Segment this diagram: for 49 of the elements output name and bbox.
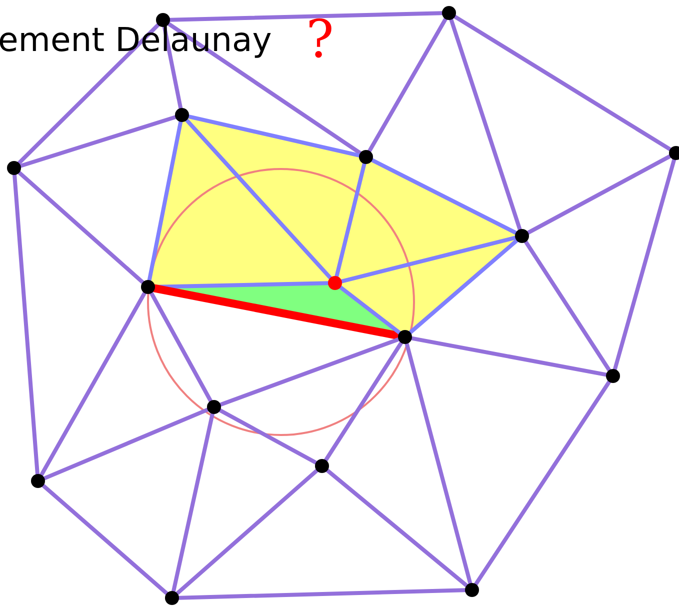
triangle-edge <box>408 238 519 334</box>
triangle-edge <box>368 17 448 153</box>
triangle-edge <box>17 170 145 284</box>
triangle-edge <box>449 18 522 232</box>
triangle-edge <box>175 468 319 596</box>
triangle-edge <box>18 115 178 168</box>
question-mark: ? <box>306 14 334 66</box>
triangle-edge <box>186 114 362 158</box>
triangle-edge <box>338 285 402 335</box>
vertex-point <box>165 591 179 605</box>
vertex-point <box>7 161 21 175</box>
vertex-point <box>442 6 456 20</box>
triangle-edge <box>16 22 160 166</box>
triangle-edge <box>172 412 214 594</box>
vertex-point <box>141 280 155 294</box>
triangle-edge <box>334 162 366 278</box>
triangle-edge <box>370 158 518 235</box>
triangle-edge <box>474 380 612 586</box>
vertex-point <box>175 108 189 122</box>
vertex-point <box>669 146 679 160</box>
triangle-edge <box>12 172 40 476</box>
triangle-edge <box>404 342 472 586</box>
triangle-edge <box>524 240 612 372</box>
vertex-point <box>359 150 373 164</box>
triangle-edge <box>41 484 169 596</box>
vertex-point <box>398 330 412 344</box>
triangle-edge <box>177 588 467 600</box>
vertex-point <box>31 474 45 488</box>
vertex-point <box>606 369 620 383</box>
vertex-point <box>207 400 221 414</box>
vertex-point <box>515 229 529 243</box>
triangle-edge <box>218 408 318 465</box>
triangle-edge <box>324 340 404 462</box>
triangle-edge <box>149 291 213 403</box>
triangle-edge <box>526 154 672 235</box>
triangle-edge <box>184 118 332 280</box>
triangle-edge <box>325 468 469 588</box>
triangle-edge <box>42 408 210 480</box>
triangle-edge <box>147 120 183 282</box>
triangle-edge <box>612 158 676 372</box>
triangle-edge <box>452 14 672 152</box>
triangle-edge <box>218 337 400 407</box>
triangle-edge <box>39 291 147 477</box>
triangle-edge <box>168 11 444 22</box>
vertex-point <box>315 459 329 473</box>
vertex-point <box>465 583 479 597</box>
triangle-edge <box>340 236 518 284</box>
triangle-edge <box>410 336 608 377</box>
vertex-point <box>328 276 342 290</box>
